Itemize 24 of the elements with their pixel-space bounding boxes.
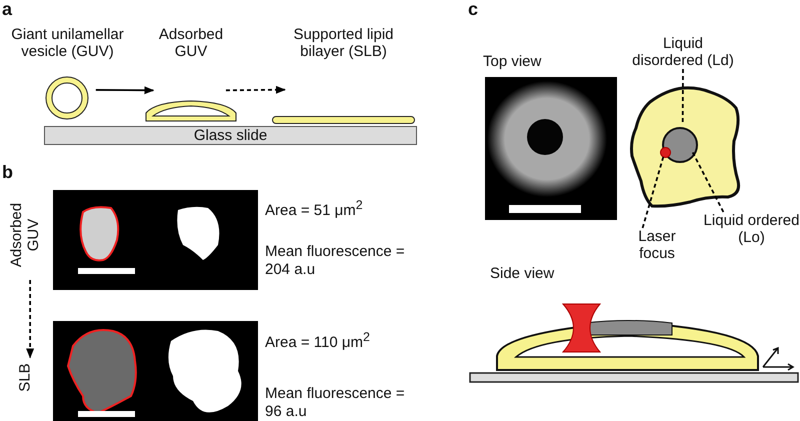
annotation-text: Top view [483,53,542,71]
callout-label: Laser focus [627,228,687,262]
panel-letter: b [2,163,13,181]
stage-label: Adsorbed GUV [158,26,224,60]
stage-label: Giant unilamellar vesicle (GUV) [10,26,125,60]
annotation-text: Area = 110 μm$^{2}$ [265,329,371,352]
panel-letter: a [2,0,12,18]
annotation-text: Mean fluorescence = 96 a.u [265,385,406,421]
glass-slide: Glass slide [44,126,417,145]
leader-line [642,156,664,228]
annotation-text: Area = 51 μm$^{2}$ [265,197,364,220]
annotation-text: Mean fluorescence = 204 a.u [265,243,406,279]
row-label: SLB [16,358,34,398]
callout-label: Liquid disordered (Ld) [628,35,738,69]
callout-label: Liquid ordered (Lo) [703,212,800,246]
leader-line [682,69,684,123]
annotation-text: Side view [490,265,556,283]
arrow [26,280,34,358]
vesicle-top-view [628,86,742,208]
stage-label: Supported lipid bilayer (SLB) [292,26,395,60]
arrow [226,86,286,94]
panel-letter: c [468,0,478,18]
arrow [96,86,154,94]
row-label: Adsorbed GUV [8,190,42,280]
